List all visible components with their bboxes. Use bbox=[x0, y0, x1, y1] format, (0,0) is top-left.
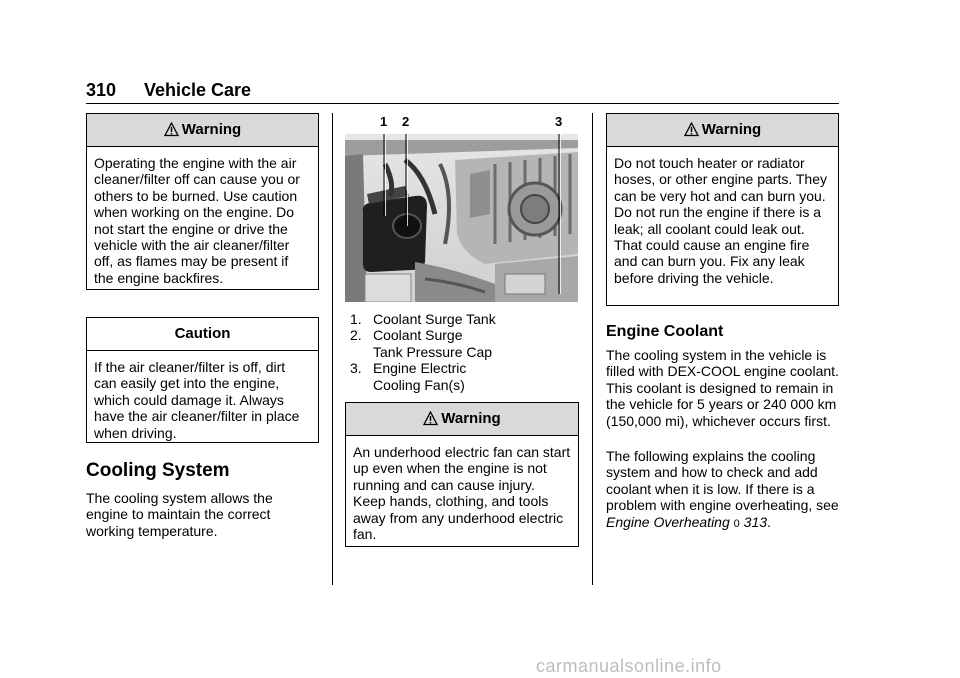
column-divider-2 bbox=[592, 113, 593, 585]
warning-title: Warning bbox=[701, 121, 762, 138]
warning-triangle-icon bbox=[423, 406, 439, 438]
warning-text: Operating the engine with the air cleane… bbox=[94, 155, 300, 286]
column-divider-1 bbox=[332, 113, 333, 585]
warning-title: Warning bbox=[181, 121, 242, 138]
engine-coolant-paragraph-1: The cooling system in the vehicle is fil… bbox=[606, 347, 839, 429]
caution-text: If the air cleaner/filter is off, dirt c… bbox=[94, 359, 300, 441]
page-reference-number[interactable]: 313 bbox=[743, 513, 768, 530]
engine-compartment-photo bbox=[345, 134, 578, 302]
legend-item: 1.Coolant Surge Tank bbox=[350, 311, 496, 327]
watermark: carmanualsonline.info bbox=[536, 656, 722, 676]
page-header: 310 Vehicle Care bbox=[86, 80, 251, 101]
cooling-system-paragraph: The cooling system allows the engine to … bbox=[86, 490, 273, 539]
header-rule bbox=[86, 103, 839, 104]
cooling-system-heading: Cooling System bbox=[86, 460, 230, 481]
callout-1: 1 bbox=[380, 114, 388, 129]
warning-box-header: Warning bbox=[346, 403, 578, 436]
engine-coolant-heading: Engine Coolant bbox=[606, 323, 724, 340]
page-reference-icon: 0 bbox=[733, 517, 740, 530]
warning-text: An underhood electric fan can start up e… bbox=[353, 444, 571, 543]
caution-box-header: Caution bbox=[87, 318, 318, 351]
warning-box-air-cleaner: Warning Operating the engine with the ai… bbox=[86, 113, 319, 290]
page-number: 310 bbox=[86, 80, 117, 100]
figure-legend: 1.Coolant Surge Tank 2.Coolant Surge Tan… bbox=[350, 311, 578, 393]
legend-item: 3.Engine Electric Cooling Fan(s) bbox=[350, 360, 467, 393]
engine-overheating-link[interactable]: Engine Overheating bbox=[606, 513, 730, 530]
warning-triangle-icon bbox=[163, 117, 179, 149]
section-title: Vehicle Care bbox=[144, 80, 252, 100]
engine-figure: 1 2 3 bbox=[345, 114, 578, 304]
callout-2: 2 bbox=[402, 114, 410, 129]
warning-box-hot-hoses: Warning Do not touch heater or radiator … bbox=[606, 113, 839, 306]
warning-box-header: Warning bbox=[607, 114, 838, 147]
warning-text: Do not touch heater or radiator hoses, o… bbox=[614, 155, 827, 286]
callout-3: 3 bbox=[555, 114, 563, 129]
warning-triangle-icon bbox=[683, 117, 699, 149]
engine-coolant-paragraph-2: The following explains the cooling syste… bbox=[606, 448, 839, 530]
warning-box-header: Warning bbox=[87, 114, 318, 147]
caution-box: Caution If the air cleaner/filter is off… bbox=[86, 317, 319, 443]
warning-title: Warning bbox=[441, 410, 501, 427]
legend-item: 2.Coolant Surge Tank Pressure Cap bbox=[350, 327, 493, 360]
warning-box-electric-fan: Warning An underhood electric fan can st… bbox=[345, 402, 579, 547]
